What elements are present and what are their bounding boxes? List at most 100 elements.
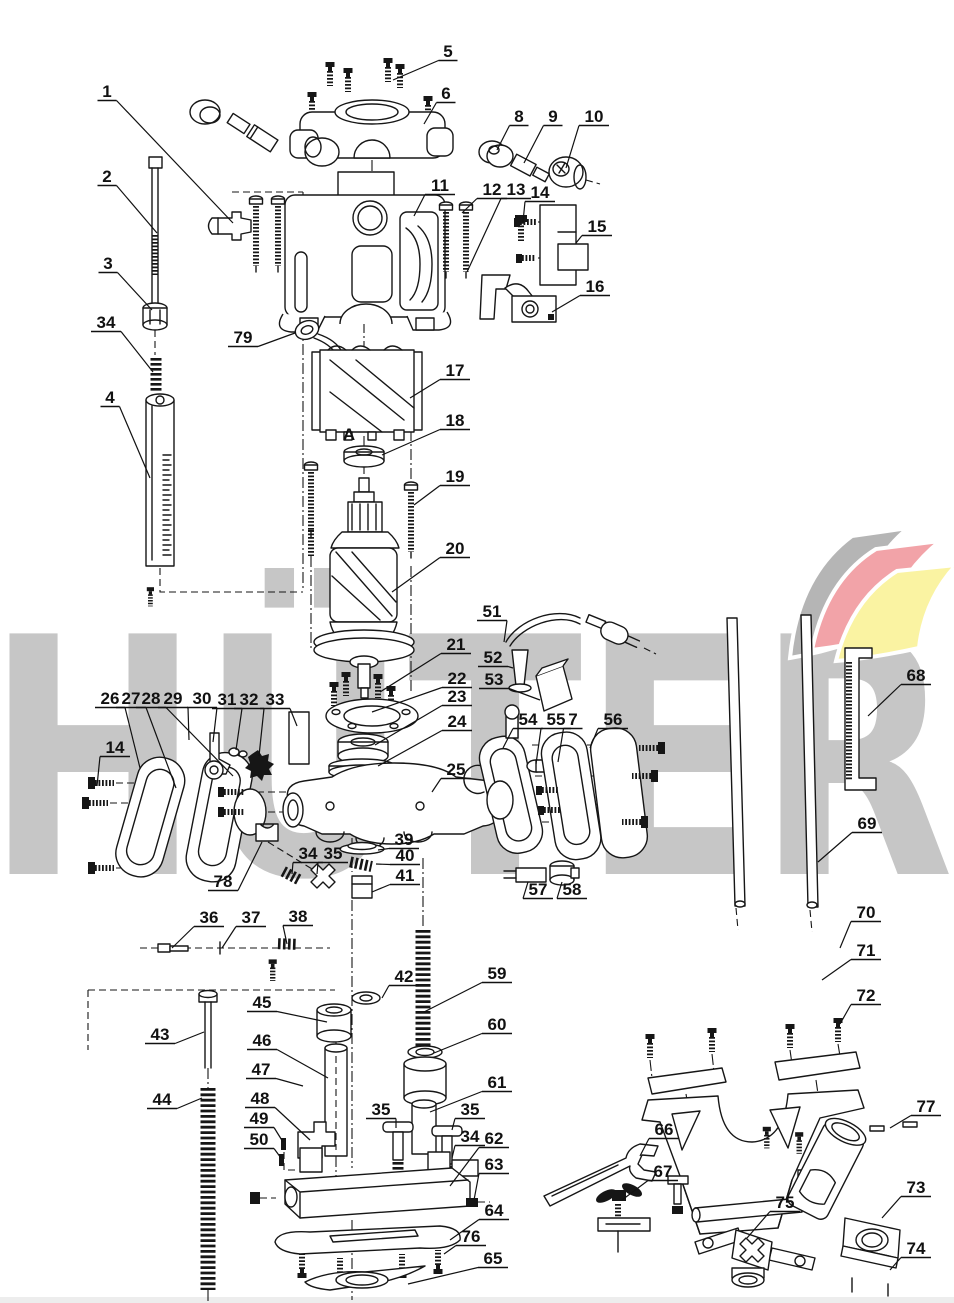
left-handle-assembly [82,587,336,889]
part-label-18: 18 [446,411,465,430]
part-label-1: 1 [102,82,111,101]
column-tube-parts [269,959,352,1171]
part-label-11: 11 [431,176,449,195]
brand-logo-swoosh [787,525,954,664]
leader-line [746,1211,771,1239]
page-bottom-strip [0,1297,954,1303]
leader-line [118,406,151,479]
leader-line [171,926,195,949]
leader-line [377,847,390,851]
leader-line [473,1173,480,1201]
part-label-34: 34 [299,844,318,863]
part-label-40: 40 [396,846,415,865]
leader-line [379,652,442,693]
part-label-27: 27 [122,689,141,708]
leader-line [508,687,541,701]
upper-bearing [343,445,385,468]
leader-line [276,1048,329,1079]
part-label-39: 39 [395,830,414,849]
part-label-55: 55 [547,710,566,729]
bearing-block-parts [478,140,601,190]
brush-holder-bracket [539,204,589,286]
leader-line [289,708,298,727]
leader-line [522,881,529,899]
leader-line [839,921,852,949]
part-label-56: 56 [604,710,623,729]
leader-line [443,1245,457,1255]
part-label-64: 64 [485,1201,504,1220]
part-label-17: 17 [446,361,465,380]
leader-line [187,707,190,741]
base-assembly [250,1147,490,1291]
depth-rod-assembly [142,156,285,567]
leader-line [589,728,599,749]
leader-line [413,485,441,506]
rack-bar [844,647,877,791]
leader-line [276,1010,328,1023]
part-label-34: 34 [97,313,116,332]
leader-line [96,756,101,787]
leader-line [461,198,478,214]
part-label-7: 7 [568,710,577,729]
part-label-48: 48 [251,1089,270,1108]
column-scale-ticks [162,454,172,556]
stator [294,319,423,441]
part-label-4: 4 [105,388,115,407]
part-label-69: 69 [858,814,877,833]
star-washer-32 [245,750,274,781]
leader-line [316,862,319,875]
leader-line [257,332,296,348]
leader-line [374,704,443,746]
part-label-29: 29 [164,689,183,708]
part-label-57: 57 [529,880,548,899]
leader-line [371,883,391,893]
leader-line [407,1266,479,1285]
leader-line [449,1219,480,1241]
part-label-43: 43 [151,1025,170,1044]
part-label-22: 22 [448,669,467,688]
leader-line [496,125,511,151]
part-label-49: 49 [250,1109,269,1128]
dust-adapter [763,1117,901,1297]
part-label-58: 58 [563,880,582,899]
part-label-15: 15 [588,217,607,236]
brush-cap-assembly [189,99,340,167]
leader-line [392,59,439,81]
leader-line [535,728,542,765]
leader-line [116,100,234,224]
part-label-35: 35 [461,1100,480,1119]
leader-line [116,185,158,234]
part-label-61: 61 [488,1073,507,1092]
leader-line [165,707,234,777]
leader-line [817,832,853,863]
leader-line [221,926,237,949]
leader-line [881,1196,902,1219]
leader-line [502,728,514,749]
leader-line [381,428,441,456]
leader-line [433,1032,483,1054]
leader-line [867,684,902,717]
part-label-62: 62 [485,1129,504,1148]
part-label-31: 31 [218,690,237,709]
leader-line [212,707,218,743]
part-label-35: 35 [372,1100,391,1119]
wrench [543,1143,659,1207]
part-label-36: 36 [200,908,219,927]
leader-line [466,198,502,273]
part-label-53: 53 [485,670,504,689]
part-label-78: 78 [214,872,233,891]
part-label-33: 33 [266,690,285,709]
part-label-9: 9 [548,107,557,126]
part-label-47: 47 [252,1060,271,1079]
leader-line [503,620,508,643]
leader-line [522,201,526,223]
leader-line [273,1127,284,1143]
leader-line [621,1180,649,1201]
part-label-35: 35 [324,844,343,863]
part-label-45: 45 [253,993,272,1012]
leader-line [839,1004,852,1025]
leader-line [413,194,426,217]
leader-line [451,1118,456,1131]
part-label-3: 3 [103,254,112,273]
